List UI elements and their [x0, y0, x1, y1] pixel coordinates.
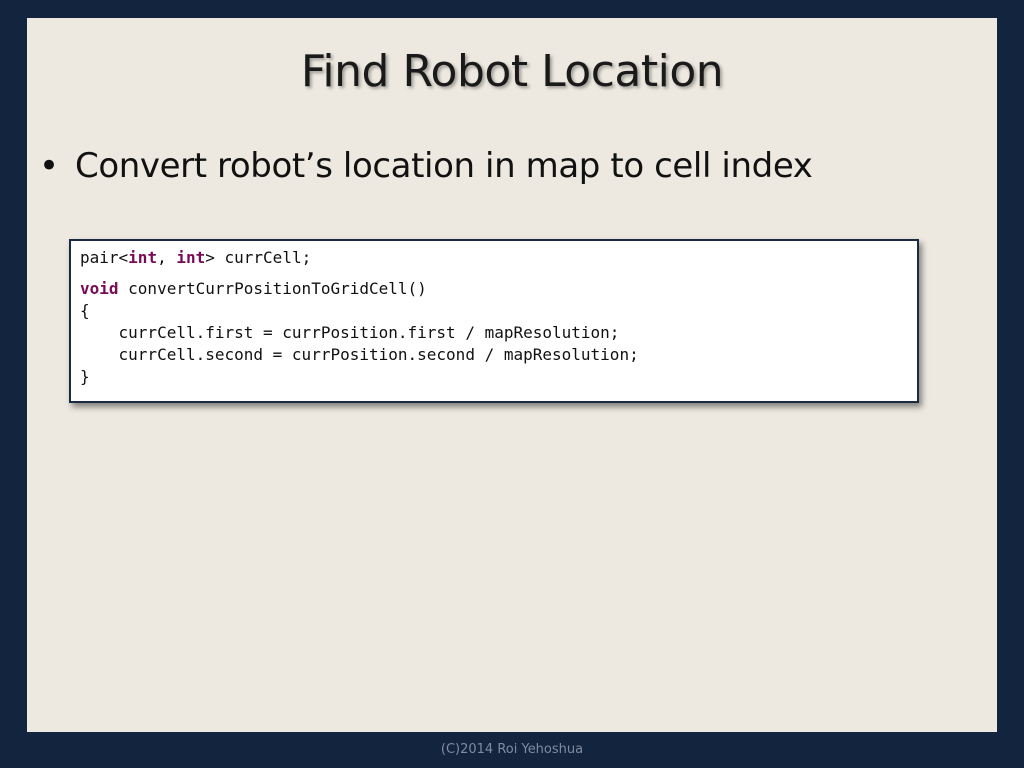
- bullet-dot-icon: •: [39, 146, 59, 186]
- code-line: pair<int, int> currCell;: [80, 247, 908, 269]
- code-token: ,: [157, 248, 177, 267]
- code-token: convertCurrPositionToGridCell(): [118, 279, 427, 298]
- slide-title: Find Robot Location: [300, 46, 724, 97]
- bullet-item: • Convert robot’s location in map to cel…: [39, 146, 813, 186]
- code-line: void convertCurrPositionToGridCell(): [80, 278, 908, 300]
- slide-canvas: Find Robot Location • Convert robot’s lo…: [27, 18, 997, 732]
- bullet-text: Convert robot’s location in map to cell …: [75, 146, 813, 186]
- code-token: pair<: [80, 248, 129, 267]
- code-line: currCell.second = currPosition.second / …: [80, 345, 639, 364]
- code-keyword: int: [128, 248, 158, 267]
- copyright-footer: (C)2014 Roi Yehoshua: [440, 742, 584, 757]
- code-line: {: [80, 301, 90, 320]
- code-line: currCell.first = currPosition.first / ma…: [80, 323, 620, 342]
- code-keyword: int: [176, 248, 206, 267]
- code-token: > currCell;: [205, 248, 312, 267]
- code-keyword: void: [80, 279, 119, 298]
- code-line: }: [80, 367, 90, 386]
- code-block: pair<int, int> currCell; void convertCur…: [69, 239, 919, 403]
